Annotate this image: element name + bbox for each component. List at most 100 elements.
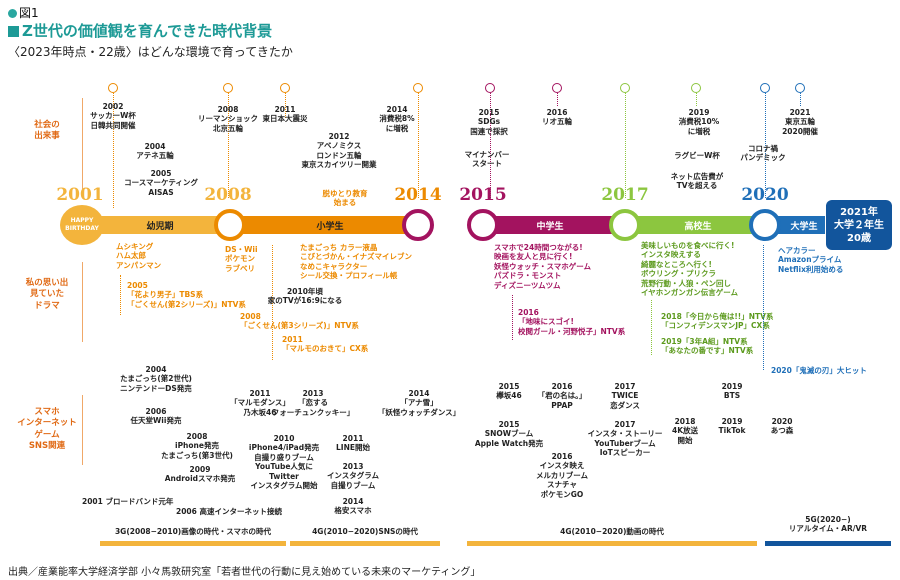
event-2011: 2011 東日本大震災	[262, 105, 308, 124]
sns-2014-phone: 2014 格安スマホ	[334, 497, 372, 516]
drama-2018: 2018「今日から俺は!!」NTV系 「コンフィデンスマンJP」CX系	[661, 312, 774, 331]
connector-2020	[765, 88, 766, 198]
elementary-favorites: たまごっち カラー液晶 こびとづかん・イナズマイレブン なめこキャラクター シー…	[300, 243, 413, 281]
gen-4g-sns: 4G(2010−2020)SNSの時代	[312, 527, 418, 536]
connector-d2005	[120, 275, 121, 315]
band-infant	[95, 216, 230, 234]
sns-2011-line: 2011 LINE開始	[336, 434, 370, 453]
event-rugby: ラグビーW杯	[674, 151, 720, 160]
stage-elementary: 小学生	[316, 222, 344, 232]
sns-2017-twice: 2017 TWICE 恋ダンス	[610, 382, 640, 410]
sns-2016-movie: 2016 「君の名は。」 PPAP	[537, 382, 587, 410]
gen-3g: 3G(2008−2010)画像の時代・スマホの時代	[114, 527, 272, 536]
event-2005: 2005 コースマーケティング AISAS	[124, 169, 198, 197]
event-netad: ネット広告費が TVを超える	[670, 172, 724, 191]
connector-2021	[800, 88, 801, 106]
gen-4g-video: 4G(2010−2020)動画の時代	[560, 527, 664, 536]
divider-society	[82, 98, 83, 190]
year-2008: 2008	[204, 185, 252, 205]
event-yutori: 脱ゆとり教育 始まる	[322, 189, 368, 208]
drama-2011: 2011 「マルモのおきて」CX系	[282, 335, 369, 354]
infant-favorites: ムシキング ハム太郎 アンパンマン	[116, 242, 162, 270]
connector-2017	[625, 88, 626, 198]
band-high	[625, 216, 765, 234]
page-title: Z世代の価値観を育んできた時代背景	[8, 20, 272, 41]
connector-2001	[113, 88, 114, 208]
pin-2014	[413, 83, 423, 93]
drama-2008: 2008 「ごくせん(第3シリーズ)」NTV系	[240, 312, 359, 331]
source-note: 出典／産業能率大学経済学部 小々馬敦研究室「若者世代の行動に見え始めている未来の…	[8, 567, 481, 578]
gen-5g: 5G(2020−) リアルタイム・AR/VR	[788, 515, 868, 533]
tv-16-9: 2010年頃 家のTVが16:9になる	[267, 287, 343, 306]
ring-2015	[467, 209, 499, 241]
divider-sns	[82, 395, 83, 465]
sns-2018-4k: 2018 4K放送 開始	[671, 417, 699, 445]
gen-4g-video-bar	[467, 541, 757, 546]
ring-2017	[609, 209, 641, 241]
gen-3g-bar	[100, 541, 286, 546]
stage-high: 高校生	[684, 222, 712, 232]
sns-2014-song: 2014 「アナ雪」 「妖怪ウォッチダンス」	[377, 389, 461, 417]
elementary-games: DS・Wii ポケモン ラブベリ	[225, 245, 258, 273]
stage-infant: 幼児期	[146, 222, 174, 232]
sns-2009: 2009 Androidスマホ発売	[164, 465, 236, 484]
event-2012: 2012 アベノミクス ロンドン五輪 東京スカイツリー開業	[301, 132, 377, 170]
category-sns: スマホ インターネット ゲーム SNS関連	[17, 407, 77, 452]
connector-high	[651, 300, 652, 355]
sns-2015-snow: 2015 SNOWブーム Apple Watch発売	[474, 420, 544, 448]
final-box: 2021年 大学２年生 20歳	[826, 200, 892, 250]
figure-label: 図1	[8, 4, 39, 21]
event-2019-tax: 2019 消費税10% に増税	[678, 108, 720, 136]
sns-2006: 2006 任天堂Wii発売	[130, 407, 182, 426]
year-2014: 2014	[394, 185, 442, 205]
high-favorites: 美味しいものを食べに行く! インスタ映えする 綺麗なところへ行く! ボウリング・…	[641, 241, 739, 297]
pin-2015	[485, 83, 495, 93]
year-2015: 2015	[459, 185, 507, 205]
connector-2019	[696, 88, 697, 106]
drama-2016: 2016 「地味にスゴイ! 校閲ガール・河野悦子」NTV系	[518, 308, 626, 336]
pin-2020	[760, 83, 770, 93]
page-subtitle: 〈2023年時点・22歳〉はどんな環境で育ってきたか	[8, 45, 293, 59]
pin-2011	[280, 83, 290, 93]
event-corona: コロナ禍 パンデミック	[740, 144, 786, 163]
university-favorites: ヘアカラー Amazonプライム Netflix利用始める	[778, 246, 844, 274]
connector-2015	[490, 88, 491, 198]
connector-elem	[272, 245, 273, 360]
sns-2020: 2020 あつ森	[770, 417, 794, 436]
stage-middle: 中学生	[536, 222, 564, 232]
sns-2013-insta: 2013 インスタグラム 自撮りブーム	[326, 462, 380, 490]
divider-drama	[82, 262, 83, 342]
year-2020: 2020	[741, 185, 789, 205]
event-2002: 2002 サッカーW杯 日韓共同開催	[90, 102, 136, 130]
event-2015-sdgs: 2015 SDGs 国連で採択	[470, 108, 508, 136]
event-2008: 2008 リーマンショック 北京五輪	[198, 105, 258, 133]
drama-2019: 2019「3年A組」NTV系 「あなたの番です」NTV系	[661, 337, 754, 356]
sns-2013-song: 2013 「恋する フォーチュンクッキー」	[271, 389, 355, 417]
connector-2014	[418, 88, 419, 198]
sns-2016-insta: 2016 インスタ映え メルカリブーム スナチャ ポケモンGO	[535, 452, 589, 499]
sns-2004: 2004 たまごっち(第2世代) ニンテンドーDS発売	[120, 365, 192, 393]
connector-2016	[557, 88, 558, 106]
event-2016: 2016 リオ五輪	[542, 108, 572, 127]
pin-2001	[108, 83, 118, 93]
sns-2001: 2001 ブロードバンド元年	[82, 497, 174, 506]
pin-2021	[795, 83, 805, 93]
sns-2010: 2010 iPhone4/iPad発売 自撮り盛りブーム YouTube人気に …	[248, 434, 320, 490]
sns-2019-tiktok: 2019 TikTok	[718, 417, 746, 436]
event-2014: 2014 消費税8% に増税	[379, 105, 415, 133]
square-icon	[8, 26, 19, 37]
sns-2011-dance: 2011 「マルモダンス」 乃木坂46	[230, 389, 290, 417]
connector-d2016	[512, 295, 513, 340]
pin-2017	[620, 83, 630, 93]
band-elementary	[230, 216, 418, 234]
event-mynumber: マイナンバー スタート	[464, 150, 510, 169]
drama-2005: 2005 「花より男子」TBS系 「ごくせん(第2シリーズ)」NTV系	[127, 281, 246, 309]
event-2004: 2004 アテネ五輪	[136, 142, 174, 161]
sns-2006-net: 2006 高速インターネット接続	[176, 507, 282, 516]
band-middle	[480, 216, 625, 234]
stage-univ: 大学生	[790, 222, 818, 232]
birthday-circle: HAPPY BIRTHDAY	[60, 205, 104, 245]
pin-2016	[552, 83, 562, 93]
sns-2019-bts: 2019 BTS	[721, 382, 743, 401]
event-2021: 2021 東京五輪 2020開催	[782, 108, 818, 136]
